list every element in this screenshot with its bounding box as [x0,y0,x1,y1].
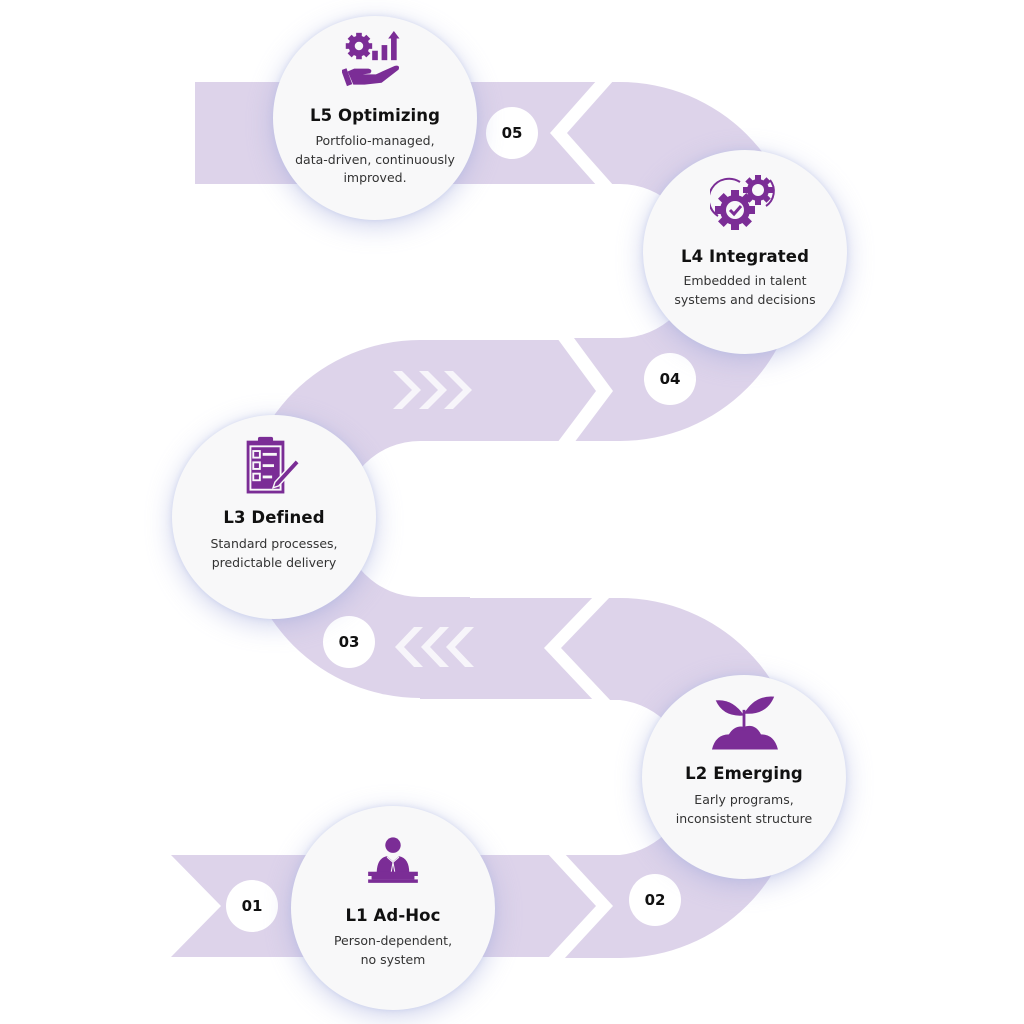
stage-description: Embedded in talent systems and decisions [651,272,839,309]
clipboard-checklist-icon [246,436,301,494]
chevron-right-row-4 [557,338,613,443]
stage-description-line: Embedded in talent [683,273,807,288]
arrow-left-icon [395,627,423,667]
stage-description: Standard processes, predictable delivery [180,535,368,572]
band-row-4 [420,340,620,441]
stage-card-l1: L1 Ad-Hoc Person-dependent, no system [291,806,495,1010]
arrow-left-icon [421,627,449,667]
arrow-right-icon [444,371,472,409]
gears-cycle-icon [710,175,775,230]
stage-title: L4 Integrated [681,247,809,266]
stage-description-line: no system [360,951,426,967]
chevron-left-row-5 [550,80,614,186]
stage-description: Early programs, inconsistent structure [650,791,838,828]
stage-description-line: systems and decisions [674,291,816,307]
arrow-right-icon [393,371,421,409]
step-badge-01: 01 [226,880,278,932]
gear-growth-hand-icon [342,30,400,87]
stage-description-line: Standard processes, [210,536,338,551]
arrow-right-icon [419,371,447,409]
stage-description-line: inconsistent structure [675,810,813,826]
stage-title: L5 Optimizing [309,106,441,125]
chevron-cuts [544,80,614,959]
presenter-podium-icon [368,837,418,883]
stage-description-line: Portfolio-managed, [315,133,435,148]
step-badge-05: 05 [486,107,538,159]
stage-card-l5: L5 Optimizing Portfolio-managed, data-dr… [273,16,477,220]
step-badge-04: 04 [644,353,696,405]
chevron-left-row-3 [544,596,611,701]
stage-description-line: Person-dependent, [333,933,453,948]
chevron-right-row-1 [547,853,613,959]
stage-card-l2: L2 Emerging Early programs, inconsistent… [642,675,846,879]
stage-description-line: data-driven, continuously [295,151,455,167]
step-badge-03: 03 [323,616,375,668]
stage-card-l4: L4 Integrated Embedded in talent systems… [643,150,847,354]
step-badge-02: 02 [629,874,681,926]
stage-title: L2 Emerging [685,764,803,783]
stage-title: L1 Ad-Hoc [345,906,441,925]
stage-description: Person-dependent, no system [299,932,487,969]
sprout-icon [711,696,778,750]
direction-arrows-left [395,627,474,667]
stage-description-line: Early programs, [694,792,794,807]
stage-card-l3: L3 Defined Standard processes, predictab… [172,415,376,619]
stage-title: L3 Defined [223,508,325,527]
arrow-left-icon [446,627,474,667]
stage-description: Portfolio-managed, data-driven, continuo… [281,132,469,188]
direction-arrows-right [393,371,472,409]
stage-description-line: improved. [343,170,407,185]
stage-description-line: predictable delivery [211,554,337,570]
